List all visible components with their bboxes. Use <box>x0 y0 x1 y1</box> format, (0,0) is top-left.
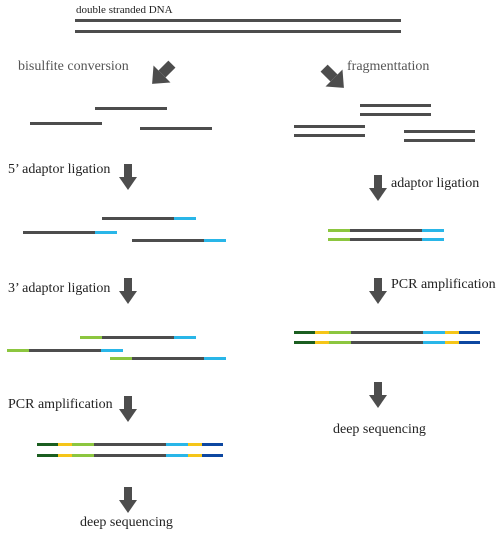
adaptor-3-segment <box>423 331 445 334</box>
left-step-bisulfite: bisulfite conversion <box>18 59 129 74</box>
fragment-strand <box>294 134 365 137</box>
adaptor-5-segment <box>328 229 350 232</box>
ds-dna <box>75 19 401 33</box>
barcode-segment <box>445 331 459 334</box>
strand <box>351 331 423 334</box>
index-3-segment <box>459 331 480 334</box>
adaptor-5-segment <box>72 454 94 457</box>
fragment-strand <box>294 125 365 128</box>
adaptor-5-segment <box>328 238 350 241</box>
right-pcr-product <box>294 331 480 344</box>
right-step-pcr: PCR amplification <box>391 277 496 292</box>
dna-strand-top <box>75 19 401 22</box>
left-step-5-adaptor: 5’ adaptor ligation <box>8 162 111 177</box>
adaptor-3-segment <box>422 229 444 232</box>
fragment-strand <box>404 130 475 133</box>
index-3-segment <box>202 443 223 446</box>
barcode-segment <box>58 443 72 446</box>
adaptor-5-segment <box>329 341 351 344</box>
dna-label: double stranded DNA <box>76 4 173 16</box>
fragment-strand <box>360 113 431 116</box>
fragmentation-arrow-icon <box>320 64 344 88</box>
adaptor-3-segment <box>204 357 226 360</box>
adaptor-3-segment <box>174 217 196 220</box>
ss-fragment <box>30 122 102 125</box>
adaptor-3-segment <box>166 443 188 446</box>
left-step-sequencing: deep sequencing <box>80 515 173 530</box>
barcode-segment <box>58 454 72 457</box>
three-prime-ligated-strands <box>7 336 226 360</box>
strand <box>132 357 204 360</box>
index-5-segment <box>294 331 315 334</box>
down-arrow-icon <box>369 175 387 201</box>
single-strands <box>30 107 212 130</box>
ss-fragment <box>95 107 167 110</box>
adaptor-3-segment <box>101 349 123 352</box>
ss-fragment <box>140 127 212 130</box>
index-5-segment <box>294 341 315 344</box>
fragment-strand <box>360 104 431 107</box>
bisulfite-arrow-icon <box>152 60 176 84</box>
right-step-adaptor: adaptor ligation <box>391 176 480 191</box>
fragment-strand <box>404 139 475 142</box>
strand <box>350 229 422 232</box>
dna-strand-bottom <box>75 30 401 33</box>
down-arrow-icon <box>119 278 137 304</box>
right-adaptor-ligated <box>328 229 444 241</box>
strand <box>132 239 204 242</box>
left-step-3-adaptor: 3’ adaptor ligation <box>8 281 111 296</box>
strand <box>23 231 95 234</box>
barcode-segment <box>315 331 329 334</box>
strand <box>29 349 101 352</box>
adaptor-3-segment <box>423 341 445 344</box>
right-step-fragmentation: fragmenttation <box>347 59 430 74</box>
adaptor-3-segment <box>204 239 226 242</box>
strand <box>94 443 166 446</box>
left-step-pcr: PCR amplification <box>8 397 113 412</box>
index-3-segment <box>459 341 480 344</box>
ds-fragments <box>294 104 475 142</box>
adaptor-5-segment <box>110 357 132 360</box>
strand <box>102 217 174 220</box>
barcode-segment <box>188 454 202 457</box>
strand <box>94 454 166 457</box>
strand <box>350 238 422 241</box>
adaptor-5-segment <box>80 336 102 339</box>
down-arrow-icon <box>119 487 137 513</box>
down-arrow-icon <box>369 382 387 408</box>
barcode-segment <box>188 443 202 446</box>
five-prime-ligated-strands <box>23 217 226 242</box>
adaptor-3-segment <box>166 454 188 457</box>
adaptor-5-segment <box>329 331 351 334</box>
adaptor-5-segment <box>72 443 94 446</box>
index-5-segment <box>37 443 58 446</box>
barcode-segment <box>315 341 329 344</box>
down-arrow-icon <box>119 396 137 422</box>
index-5-segment <box>37 454 58 457</box>
right-step-sequencing: deep sequencing <box>333 422 426 437</box>
strand <box>102 336 174 339</box>
adaptor-3-segment <box>95 231 117 234</box>
adaptor-3-segment <box>174 336 196 339</box>
down-arrow-icon <box>369 278 387 304</box>
left-pcr-product <box>37 443 223 457</box>
barcode-segment <box>445 341 459 344</box>
index-3-segment <box>202 454 223 457</box>
adaptor-3-segment <box>422 238 444 241</box>
down-arrow-icon <box>119 164 137 190</box>
strand <box>351 341 423 344</box>
adaptor-5-segment <box>7 349 29 352</box>
